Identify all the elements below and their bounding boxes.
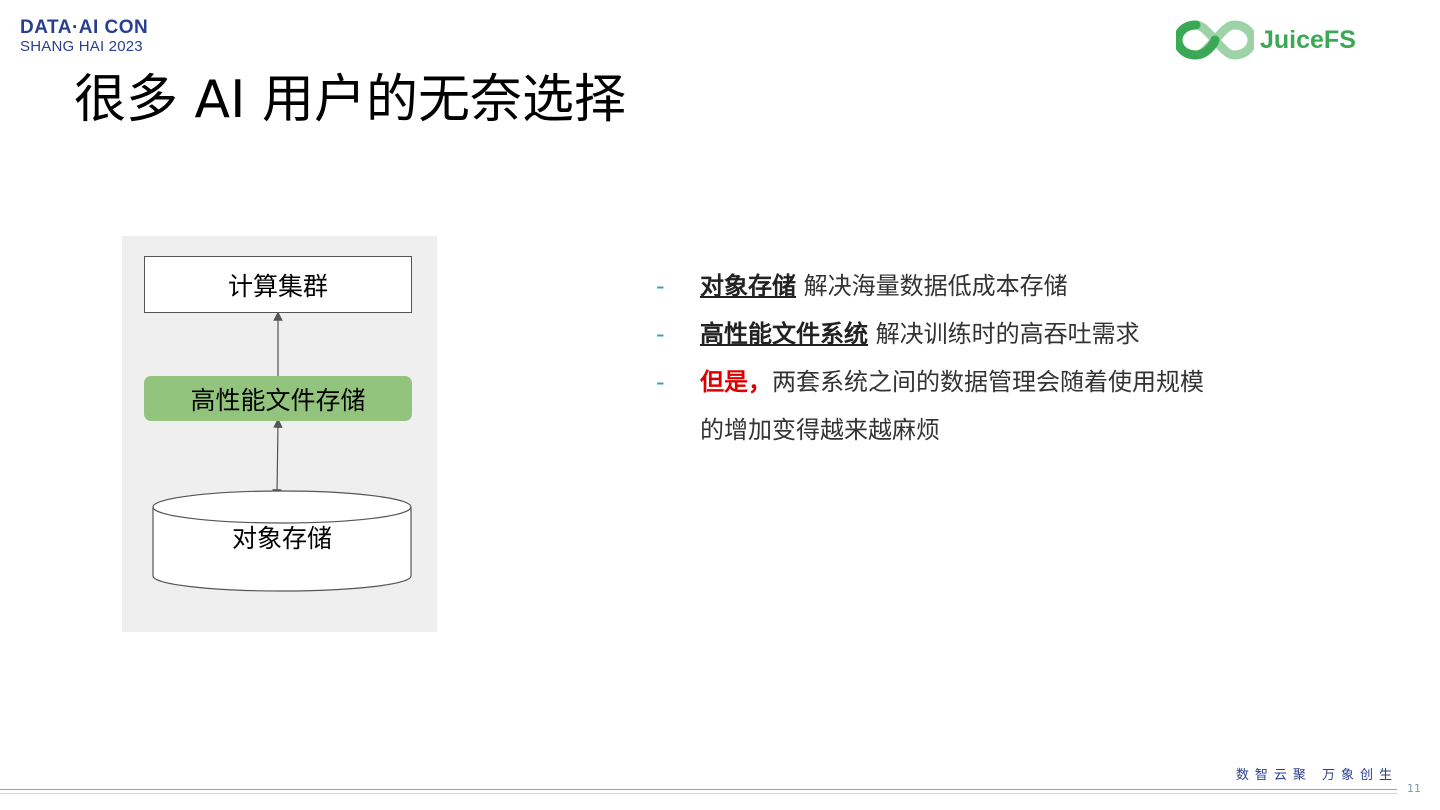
database-cylinder-icon: [152, 490, 412, 592]
footer-divider-secondary: [0, 793, 1397, 794]
infinity-logo-icon: [1176, 20, 1254, 60]
list-item: - 高性能文件系统 解决训练时的高吞吐需求: [656, 310, 1216, 358]
list-item: - 但是，两套系统之间的数据管理会随着使用规模的增加变得越来越麻烦: [656, 358, 1216, 454]
object-storage-label: 对象存储: [231, 524, 332, 553]
conference-logo: DATA·AI CON SHANG HAI 2023: [20, 17, 149, 56]
bullet-dash: -: [656, 272, 665, 300]
bullet-dash: -: [656, 320, 665, 348]
bullet-text: 但是，两套系统之间的数据管理会随着使用规模的增加变得越来越麻烦: [700, 358, 1216, 454]
bullet-body: 解决训练时的高吞吐需求: [868, 320, 1140, 348]
high-performance-storage-label: 高性能文件存储: [190, 385, 366, 415]
diagram-connectors: [152, 311, 412, 592]
bullet-text: 高性能文件系统 解决训练时的高吞吐需求: [700, 310, 1216, 358]
bullet-list: - 对象存储 解决海量数据低成本存储 - 高性能文件系统 解决训练时的高吞吐需求…: [656, 262, 1216, 454]
footer-divider: [0, 789, 1397, 790]
bullet-keyword: 对象存储: [700, 272, 796, 300]
juicefs-logo: JuiceFS: [1176, 20, 1356, 60]
list-item: - 对象存储 解决海量数据低成本存储: [656, 262, 1216, 310]
arrow-hpfs-object-storage: [272, 418, 283, 499]
page-title: 很多 AI 用户的无奈选择: [74, 70, 626, 130]
conference-logo-line2: SHANG HAI 2023: [20, 38, 143, 55]
bullet-keyword-warning: 但是，: [700, 368, 772, 396]
footer-motto: 数智云聚 万象创生: [1235, 768, 1398, 783]
bullet-body: 解决海量数据低成本存储: [796, 272, 1068, 300]
compute-cluster-label: 计算集群: [227, 271, 328, 301]
architecture-diagram: 计算集群 高性能文件存储 对象存储: [122, 236, 437, 632]
page-number: 11: [1407, 782, 1421, 795]
bullet-body: 两套系统之间的数据管理会随着使用规模的增加变得越来越麻烦: [700, 368, 1204, 444]
high-performance-storage-box: 高性能文件存储: [144, 376, 412, 421]
bullet-dash: -: [656, 368, 665, 396]
bullet-text: 对象存储 解决海量数据低成本存储: [700, 262, 1216, 310]
brand-name: JuiceFS: [1260, 25, 1356, 54]
conference-logo-line1: DATA·AI CON: [20, 17, 149, 38]
compute-cluster-box: 计算集群: [144, 256, 412, 313]
bullet-keyword: 高性能文件系统: [700, 320, 868, 348]
